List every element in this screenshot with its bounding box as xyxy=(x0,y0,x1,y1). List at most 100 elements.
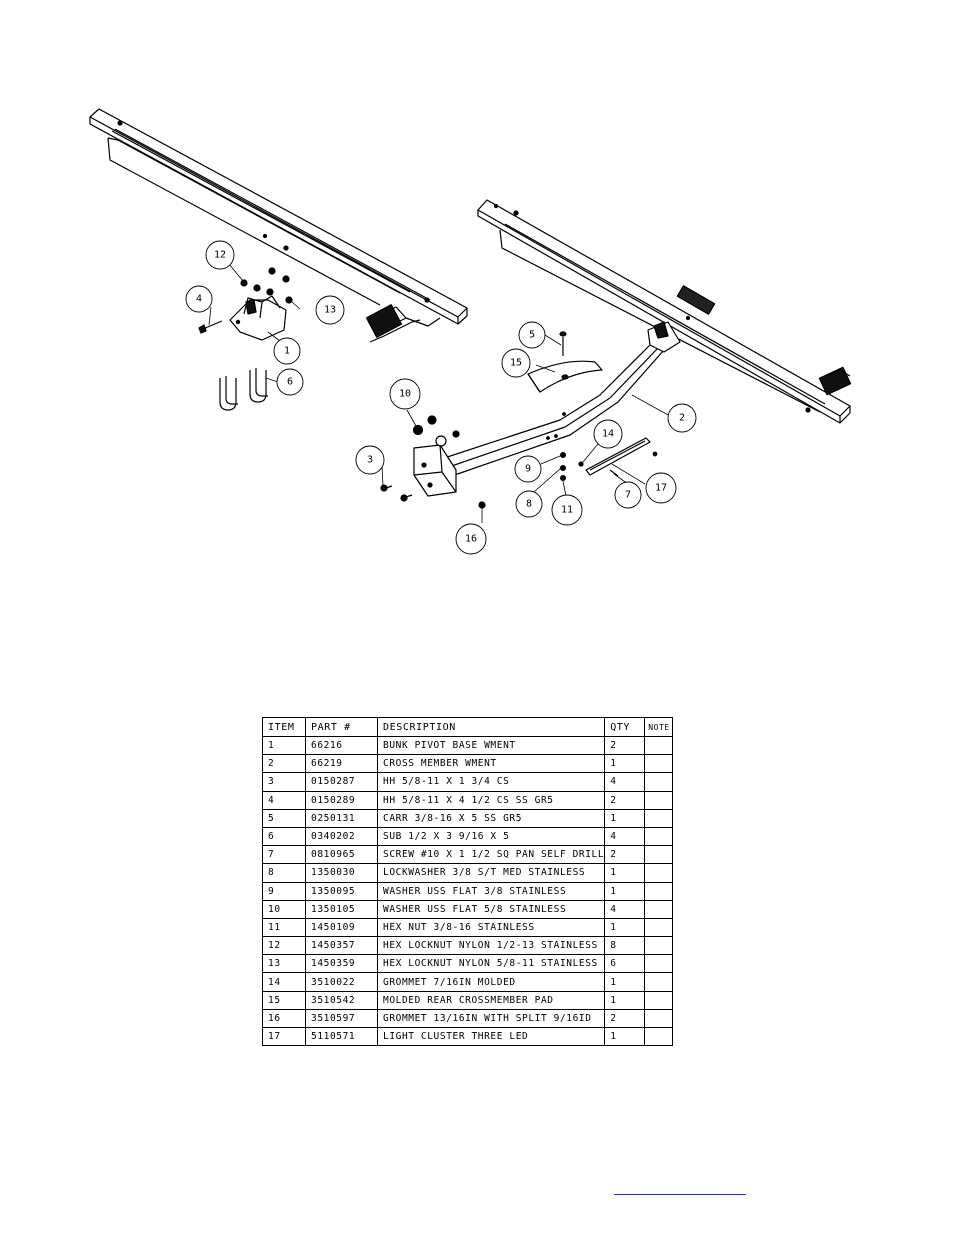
row-item-cell: 11 xyxy=(262,917,306,938)
footer-link-underline[interactable] xyxy=(614,1178,746,1195)
row-description-cell: LOCKWASHER 3/8 S/T MED STAINLESS xyxy=(376,863,606,883)
row-note-cell xyxy=(644,936,674,956)
row-part-number-cell: 0810965 xyxy=(305,845,378,865)
row-description-cell: CROSS MEMBER WMENT xyxy=(376,754,606,774)
row-qty-cell: 1 xyxy=(604,990,646,1010)
callout-3: 3 xyxy=(367,455,373,466)
row-description-cell: GROMMET 13/16IN WITH SPLIT 9/16ID xyxy=(376,1008,606,1029)
row-note-cell xyxy=(644,754,674,774)
callout-4: 4 xyxy=(196,294,202,305)
row-qty-cell: 1 xyxy=(604,1026,646,1047)
row-note-cell xyxy=(644,1008,674,1029)
row-item-cell: 9 xyxy=(262,881,306,901)
hardware-dots xyxy=(240,267,584,509)
row-note-cell xyxy=(644,917,674,938)
row-note-cell xyxy=(644,899,674,919)
row-note-cell xyxy=(644,881,674,901)
callout-15: 15 xyxy=(510,358,522,369)
row-item-cell: 7 xyxy=(262,845,306,865)
row-description-cell: HEX LOCKNUT NYLON 1/2-13 STAINLESS xyxy=(376,936,606,956)
row-qty-cell: 4 xyxy=(604,899,646,919)
row-part-number-cell: 0250131 xyxy=(305,808,378,828)
u-bolts xyxy=(219,368,268,411)
row-note-cell xyxy=(644,808,674,828)
row-item-cell: 15 xyxy=(262,990,306,1010)
row-item-cell: 3 xyxy=(262,772,306,792)
row-description-cell: BUNK PIVOT BASE WMENT xyxy=(376,735,606,756)
row-description-cell: SCREW #10 X 1 1/2 SQ PAN SELF DRILL xyxy=(376,845,606,865)
callout-12: 12 xyxy=(214,250,226,261)
row-note-cell xyxy=(644,772,674,792)
row-description-cell: CARR 3/8-16 X 5 SS GR5 xyxy=(376,808,606,828)
header-description: DESCRIPTION xyxy=(376,717,606,737)
row-qty-cell: 4 xyxy=(604,826,646,847)
row-part-number-cell: 1450359 xyxy=(305,954,378,974)
row-item-cell: 17 xyxy=(262,1026,306,1047)
row-qty-cell: 4 xyxy=(604,772,646,792)
row-qty-cell: 1 xyxy=(604,917,646,938)
row-note-cell xyxy=(644,845,674,865)
right-bunk-beam xyxy=(477,199,852,424)
bunk-pivot-base xyxy=(229,295,287,341)
row-part-number-cell: 5110571 xyxy=(305,1026,378,1047)
row-item-cell: 4 xyxy=(262,790,306,810)
row-item-cell: 5 xyxy=(262,808,306,828)
row-item-cell: 14 xyxy=(262,972,306,992)
row-qty-cell: 1 xyxy=(604,863,646,883)
row-qty-cell: 1 xyxy=(604,881,646,901)
row-qty-cell: 2 xyxy=(604,1008,646,1029)
callout-13: 13 xyxy=(324,305,336,316)
row-part-number-cell: 3510542 xyxy=(305,990,378,1010)
row-item-cell: 12 xyxy=(262,936,306,956)
row-qty-cell: 1 xyxy=(604,754,646,774)
row-description-cell: HEX NUT 3/8-16 STAINLESS xyxy=(376,917,606,938)
leader-lines xyxy=(208,263,671,523)
row-item-cell: 8 xyxy=(262,863,306,883)
row-note-cell xyxy=(644,1026,674,1047)
row-description-cell: WASHER USS FLAT 5/8 STAINLESS xyxy=(376,899,606,919)
row-description-cell: HH 5/8-11 X 4 1/2 CS SS GR5 xyxy=(376,790,606,810)
callout-16: 16 xyxy=(465,534,477,545)
carriage-bolt-5 xyxy=(559,331,567,356)
row-part-number-cell: 1450357 xyxy=(305,936,378,956)
row-description-cell: LIGHT CLUSTER THREE LED xyxy=(376,1026,606,1047)
callout-10: 10 xyxy=(399,389,411,400)
row-item-cell: 6 xyxy=(262,826,306,847)
row-qty-cell: 2 xyxy=(604,790,646,810)
row-qty-cell: 6 xyxy=(604,954,646,974)
row-part-number-cell: 1350095 xyxy=(305,881,378,901)
cross-member xyxy=(413,321,681,497)
row-item-cell: 2 xyxy=(262,754,306,774)
row-description-cell: WASHER USS FLAT 3/8 STAINLESS xyxy=(376,881,606,901)
left-bunk-bracket xyxy=(365,304,441,343)
row-description-cell: HEX LOCKNUT NYLON 5/8-11 STAINLESS xyxy=(376,954,606,974)
light-cluster xyxy=(585,437,658,477)
callout-9: 9 xyxy=(525,464,531,475)
row-item-cell: 16 xyxy=(262,1008,306,1029)
row-part-number-cell: 3510597 xyxy=(305,1008,378,1029)
row-part-number-cell: 66219 xyxy=(305,754,378,774)
row-item-cell: 13 xyxy=(262,954,306,974)
row-part-number-cell: 1350030 xyxy=(305,863,378,883)
callout-2: 2 xyxy=(679,413,685,424)
row-qty-cell: 8 xyxy=(604,936,646,956)
callout-14: 14 xyxy=(602,429,614,440)
row-part-number-cell: 1450109 xyxy=(305,917,378,938)
row-part-number-cell: 0150287 xyxy=(305,772,378,792)
header-qty: QTY xyxy=(604,717,646,737)
row-note-cell xyxy=(644,863,674,883)
row-description-cell: SUB 1/2 X 3 9/16 X 5 xyxy=(376,826,606,847)
row-note-cell xyxy=(644,735,674,756)
